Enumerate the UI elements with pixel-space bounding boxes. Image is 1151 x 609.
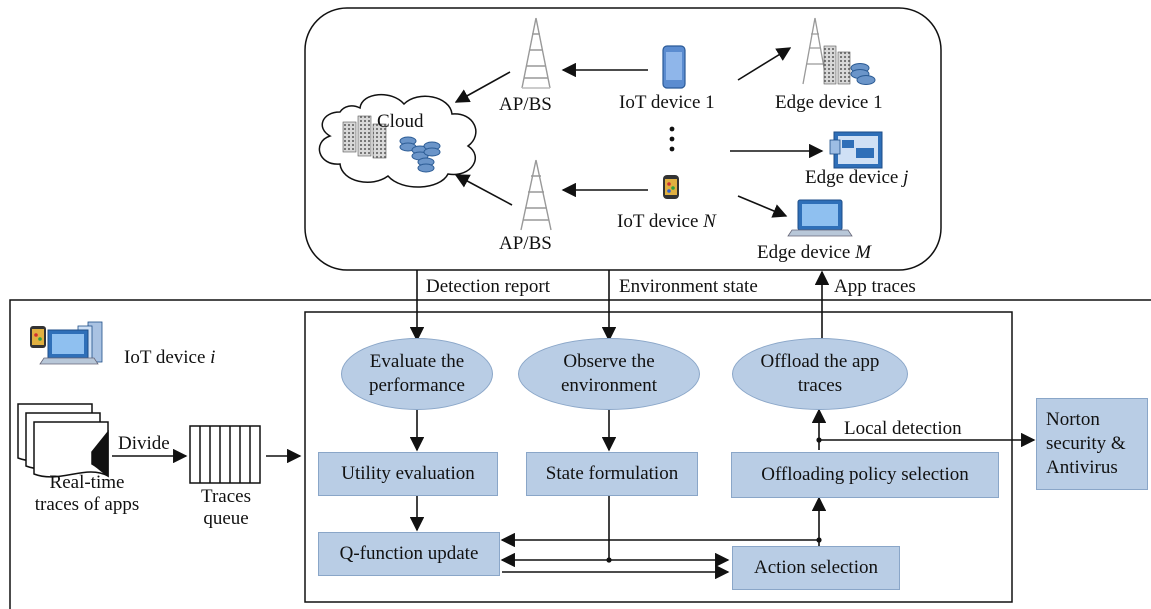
offloading-policy-box: Offloading policy selection <box>731 452 999 498</box>
junction-dot <box>816 537 822 543</box>
junction-dot <box>606 557 612 563</box>
q-function-update-box: Q-function update <box>318 532 500 576</box>
ap-bs-label-top: AP/BS <box>499 94 552 115</box>
realtime-traces-label: Real-time traces of apps <box>34 472 140 515</box>
antenna-tower-icon <box>520 159 552 231</box>
ellipsis-icon <box>669 126 675 152</box>
arrow-ap-to-cloud-bottom <box>454 174 513 206</box>
arrow-ap-to-cloud-top <box>454 71 511 103</box>
iot-devices-icon <box>30 321 103 365</box>
network-frame <box>304 7 942 271</box>
utility-evaluation-box: Utility evaluation <box>318 452 498 496</box>
edge-device-m-label: Edge device M <box>757 242 871 263</box>
iot-device-n-label: IoT device N <box>617 211 716 232</box>
offload-traces-node: Offload the app traces <box>732 338 908 410</box>
cloud-icon <box>318 93 477 188</box>
arrow-iot1-to-edge1 <box>737 47 792 81</box>
action-selection-box: Action selection <box>732 546 900 590</box>
laptop-icon <box>787 199 853 237</box>
evaluate-performance-node: Evaluate the performance <box>341 338 493 410</box>
state-formulation-box: State formulation <box>526 452 698 496</box>
iot-device-i-label: IoT device i <box>124 347 216 368</box>
traces-queue-icon <box>189 425 261 484</box>
observe-environment-node: Observe the environment <box>518 338 700 410</box>
edge-device-j-label: Edge device j <box>805 167 909 188</box>
environment-state-label: Environment state <box>619 276 758 297</box>
arrow-iotN-to-edgeM <box>737 195 788 218</box>
traces-queue-label: Traces queue <box>201 486 251 529</box>
cloud-label: Cloud <box>377 111 424 132</box>
smartwatch-icon <box>663 175 679 199</box>
iot-device-1-label: IoT device 1 <box>619 92 715 113</box>
edge-device-1-label: Edge device 1 <box>775 92 883 113</box>
antenna-tower-icon <box>521 17 551 89</box>
edge-server-icon <box>802 17 876 85</box>
local-detection-label: Local detection <box>844 418 962 439</box>
local-device-frame <box>9 299 1151 609</box>
divide-label: Divide <box>118 433 170 454</box>
app-traces-label: App traces <box>834 276 916 297</box>
app-traces-documents-icon <box>17 403 109 478</box>
process-frame <box>304 311 1013 603</box>
detection-report-label: Detection report <box>426 276 550 297</box>
norton-antivirus-box: Norton security & Antivirus <box>1036 398 1148 490</box>
junction-dot <box>816 437 822 443</box>
ap-bs-label-bottom: AP/BS <box>499 233 552 254</box>
smartphone-icon <box>662 45 686 89</box>
edge-display-icon <box>829 131 883 169</box>
